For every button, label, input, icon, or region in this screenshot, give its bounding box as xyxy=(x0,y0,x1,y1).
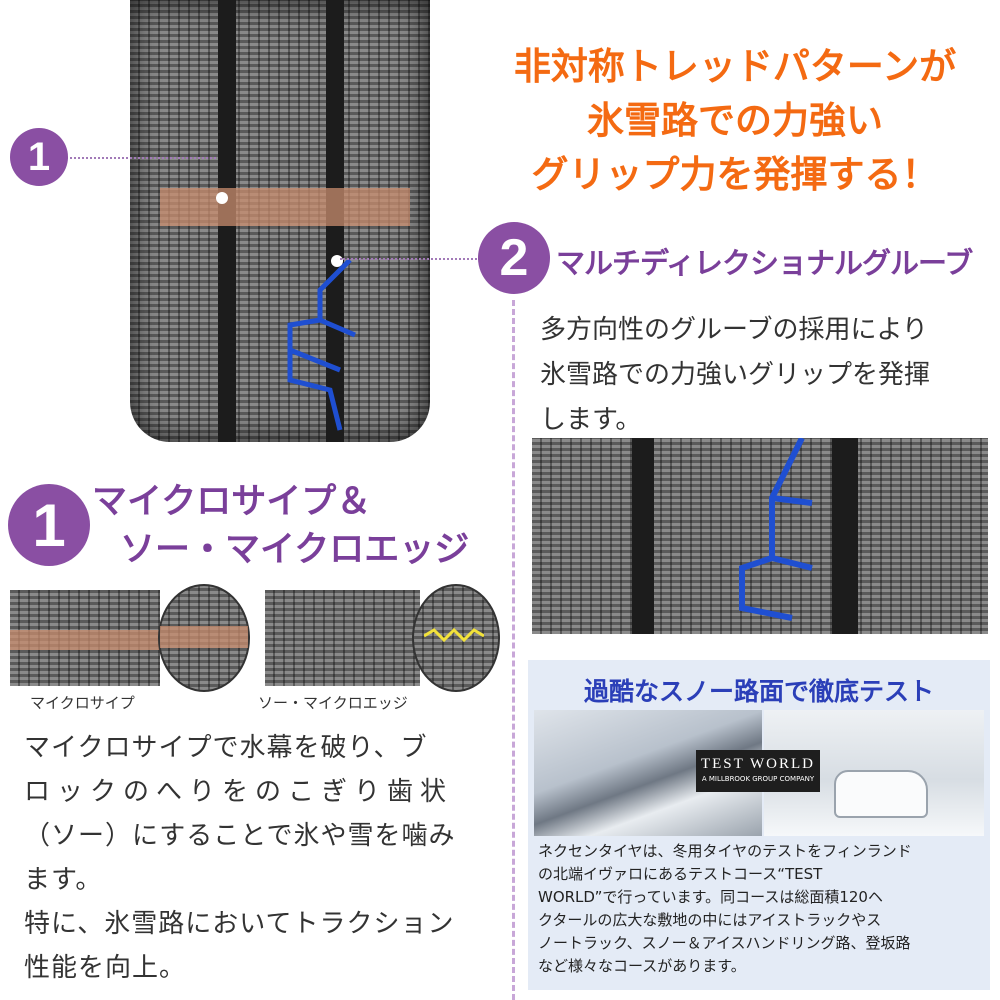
feature2-description: 多方向性のグルーブの採用により 氷雪路での力強いグリップを発揮 します。 xyxy=(540,308,930,443)
feature1-title-line: ソー・マイクロエッジ xyxy=(120,530,470,569)
feature1-desc-line: 性能を向上。 xyxy=(24,953,187,983)
test-world-logo: TEST WORLD A MILLBROOK GROUP COMPANY xyxy=(696,750,820,792)
test-car xyxy=(834,770,928,818)
number-badge-2: 2 xyxy=(478,222,550,294)
test-desc-line: クタールの広大な敷地の中にはアイストラックやス xyxy=(538,911,882,929)
feature1-title-line: マイクロサイプ＆ xyxy=(92,482,372,521)
headline-line-1: 非対称トレッドパターンが xyxy=(513,46,957,87)
feature2-title: マルチディレクショナルグルーブ xyxy=(556,248,973,280)
feature2-desc-line: します。 xyxy=(540,405,642,435)
test-desc-line: の北端イヴァロにあるテストコース“TEST xyxy=(538,865,823,883)
headline-line-3: グリップ力を発揮する！ xyxy=(531,154,939,195)
pointer-line-2 xyxy=(340,258,480,260)
marker-dot-1 xyxy=(216,192,228,204)
marker-dot-2 xyxy=(331,255,343,267)
saw-edge-image xyxy=(265,590,420,686)
feature1-desc-line: ロックのへりをのこぎり歯状 xyxy=(24,777,454,807)
tire-tread-image xyxy=(130,0,430,442)
number-badge-1-large: 1 xyxy=(8,484,90,566)
test-world-logo-main: TEST WORLD xyxy=(700,756,816,772)
test-desc-line: ネクセンタイヤは、冬用タイヤのテストをフィンランド xyxy=(538,842,912,860)
microsipe-highlight xyxy=(160,188,410,226)
number-badge-1: 1 xyxy=(10,128,68,186)
test-box-description: ネクセンタイヤは、冬用タイヤのテストをフィンランド の北端イヴァロにあるテストコ… xyxy=(538,840,912,978)
test-desc-line: など様々なコースがあります。 xyxy=(538,957,746,975)
groove-overlay xyxy=(739,438,813,621)
vertical-divider xyxy=(512,300,515,1000)
test-desc-line: WORLD”で行っています。同コースは総面積120ヘ xyxy=(538,888,883,906)
main-headline: 非対称トレッドパターンが 氷雪路での力強い グリップ力を発揮する！ xyxy=(480,40,990,202)
pointer-line-1 xyxy=(66,157,216,159)
headline-line-2: 氷雪路での力強い xyxy=(587,100,883,141)
microsipe-label: マイクロサイプ xyxy=(30,694,135,712)
feature1-desc-line: 特に、氷雪路においてトラクション xyxy=(24,909,455,939)
feature2-desc-line: 多方向性のグルーブの採用により xyxy=(540,315,928,345)
feature2-desc-line: 氷雪路での力強いグリップを発揮 xyxy=(540,360,931,390)
feature1-desc-line: ます。 xyxy=(24,865,103,895)
feature1-description: マイクロサイプで水幕を破り、ブ ロックのへりをのこぎり歯状 （ソー）にすることで… xyxy=(24,726,455,990)
test-world-box: 過酷なスノー路面で徹底テスト TEST WORLD A MILLBROOK GR… xyxy=(528,660,990,990)
test-box-title: 過酷なスノー路面で徹底テスト xyxy=(583,678,934,706)
saw-edge-zoom-image xyxy=(412,584,500,692)
test-world-logo-sub: A MILLBROOK GROUP COMPANY xyxy=(701,775,815,783)
feature1-title: マイクロサイプ＆ ソー・マイクロエッジ xyxy=(92,478,469,574)
multi-groove-overlay xyxy=(287,258,356,431)
feature1-desc-line: （ソー）にすることで氷や雪を噛み xyxy=(24,821,456,851)
groove-closeup-image xyxy=(532,438,988,634)
saw-edge-label: ソー・マイクロエッジ xyxy=(258,694,408,712)
feature1-desc-line: マイクロサイプで水幕を破り、ブ xyxy=(24,733,428,763)
microsipe-image xyxy=(10,590,160,686)
test-desc-line: ノートラック、スノー＆アイスハンドリング路、登坂路 xyxy=(538,934,911,952)
microsipe-zoom-image xyxy=(158,584,250,692)
